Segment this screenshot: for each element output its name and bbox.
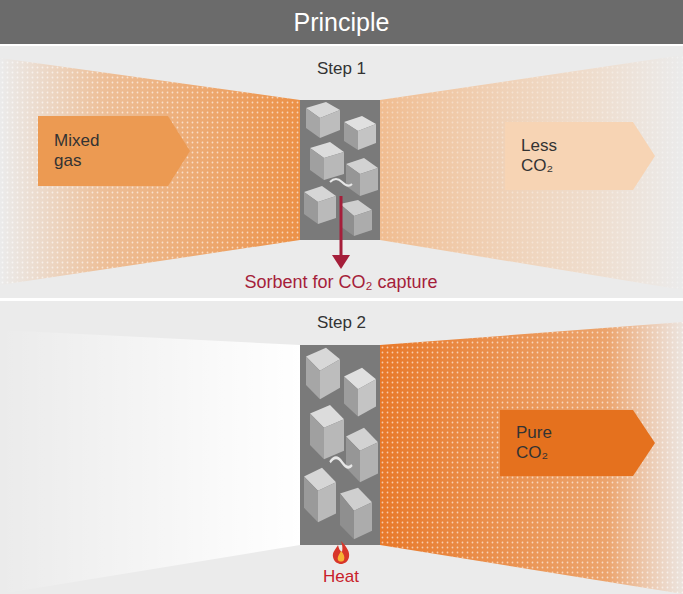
gas-arrow: Less CO₂ (505, 122, 655, 190)
step-panel-ground (0, 301, 683, 594)
step-heading: Step 1 (0, 46, 683, 79)
step-heading: Step 2 (0, 301, 683, 333)
gas-funnel (0, 58, 300, 285)
header-bar (0, 0, 683, 44)
title: Principle (0, 0, 683, 44)
gas-funnel-texture (0, 58, 300, 285)
sorbent-label: Sorbent for CO₂ capture (141, 272, 541, 293)
gas-funnel-texture (380, 322, 683, 594)
arrow-fill (500, 410, 655, 476)
gas-label: Mixed gas (54, 131, 116, 172)
gas-arrow: Mixed gas (38, 116, 190, 186)
gas-funnel-texture (380, 55, 683, 290)
step-panel-ground (0, 46, 683, 298)
gas-funnel (380, 55, 683, 290)
gas-label: Pure CO₂ (516, 423, 578, 464)
gas-arrow: Pure CO₂ (500, 410, 655, 476)
arrow-fill (505, 122, 655, 190)
step-panel: Step 1 Mixed gas Less CO₂ (0, 46, 683, 298)
step-panel: Step 2 Pure CO₂ (0, 301, 683, 594)
pointer-arrow (340, 196, 343, 256)
empty-funnel (0, 330, 300, 594)
sorbent-micrograph (300, 345, 380, 545)
flame-icon (333, 541, 349, 564)
heat-label: Heat (241, 567, 441, 587)
gas-label: Less CO₂ (521, 136, 583, 177)
gas-funnel (380, 322, 683, 594)
pointer-arrowhead (332, 255, 350, 269)
arrow-fill (38, 116, 190, 186)
